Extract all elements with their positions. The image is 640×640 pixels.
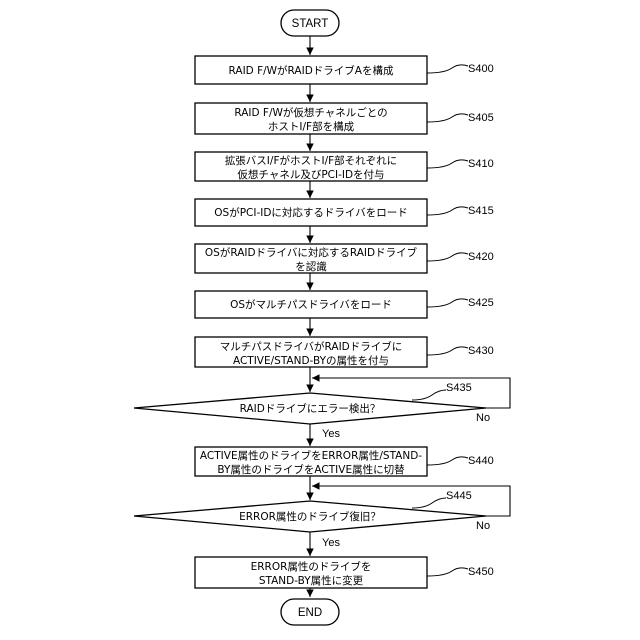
process-text: ホストI/F部を構成	[268, 120, 355, 133]
leader-s440	[427, 457, 468, 465]
process-text: ERROR属性のドライブを	[251, 560, 372, 573]
leader-s450	[427, 568, 468, 576]
step-label-s420: S420	[468, 251, 494, 263]
process-box-s425: OSがマルチパスドライバをロード	[195, 291, 427, 318]
process-text: RAID F/Wが仮想チャネルごとの	[234, 106, 387, 119]
step-label-s405: S405	[468, 112, 494, 124]
process-box-s410: 拡張バスI/FがホストI/F部それぞれに 仮想チャネル及びPCI-IDを付与	[195, 152, 427, 181]
process-text: を認識	[295, 260, 327, 273]
start-terminal: START	[281, 10, 339, 36]
process-text: STAND-BY属性に変更	[259, 574, 364, 587]
process-box-s430: マルチパスドライバがRAIDドライブに ACTIVE/STAND-BYの属性を付…	[195, 337, 427, 367]
step-label-s410: S410	[468, 158, 494, 170]
process-box-s405: RAID F/Wが仮想チャネルごとの ホストI/F部を構成	[195, 103, 427, 134]
process-text: 仮想チャネル及びPCI-IDを付与	[237, 168, 384, 181]
step-label-s435: S435	[446, 382, 472, 394]
process-text: 拡張バスI/FがホストI/F部それぞれに	[225, 154, 397, 167]
no-label: No	[476, 412, 490, 424]
step-labels: S400 S405 S410 S415 S420 S425 S430 S435 …	[412, 63, 494, 578]
yes-label: Yes	[322, 537, 340, 549]
end-terminal: END	[281, 599, 339, 625]
step-label-s440: S440	[468, 455, 494, 467]
process-text: OSがマルチパスドライバをロード	[230, 298, 392, 311]
process-box-s400: RAID F/WがRAIDドライブAを構成	[195, 56, 427, 84]
step-label-s450: S450	[468, 566, 494, 578]
leader-s410	[427, 160, 468, 168]
step-label-s430: S430	[468, 345, 494, 357]
decision-s435: RAIDドライブにエラー検出？ Yes No	[134, 393, 490, 440]
step-label-s425: S425	[468, 297, 494, 309]
decision-s445: ERROR属性のドライブ復旧？ Yes No	[134, 501, 490, 549]
process-box-s415: OSがPCI-IDに対応するドライバをロード	[195, 199, 427, 226]
start-label: START	[292, 18, 329, 30]
process-box-s450: ERROR属性のドライブを STAND-BY属性に変更	[195, 557, 427, 588]
leader-s420	[427, 253, 468, 261]
decision-question: ERROR属性のドライブ復旧？	[239, 510, 381, 523]
process-text: ACTIVE/STAND-BYの属性を付与	[233, 354, 389, 367]
leader-s415	[427, 207, 468, 215]
process-text: OSがPCI-IDに対応するドライバをロード	[214, 206, 407, 219]
no-label: No	[476, 520, 490, 532]
leader-s405	[427, 114, 468, 122]
process-box-s420: OSがRAIDドライバに対応するRAIDドライブ を認識	[195, 244, 427, 273]
decision-question: RAIDドライブにエラー検出？	[240, 402, 381, 415]
step-label-s400: S400	[468, 63, 494, 75]
leader-s445	[412, 498, 446, 508]
end-label: END	[298, 607, 322, 619]
process-text: ACTIVE属性のドライブをERROR属性/STAND-	[200, 449, 422, 462]
process-text: RAID F/WがRAIDドライブAを構成	[229, 64, 394, 77]
leader-s425	[427, 299, 468, 307]
process-text: OSがRAIDドライバに対応するRAIDドライブ	[205, 246, 418, 259]
step-label-s445: S445	[446, 490, 472, 502]
process-text: マルチパスドライバがRAIDドライブに	[220, 340, 403, 353]
leader-s435	[412, 390, 446, 400]
process-text: BY属性のドライブをACTIVE属性に切替	[217, 463, 405, 476]
yes-label: Yes	[322, 428, 340, 440]
step-label-s415: S415	[468, 205, 494, 217]
leader-s430	[427, 347, 468, 355]
leader-s400	[427, 65, 468, 73]
process-box-s440: ACTIVE属性のドライブをERROR属性/STAND- BY属性のドライブをA…	[195, 447, 427, 476]
